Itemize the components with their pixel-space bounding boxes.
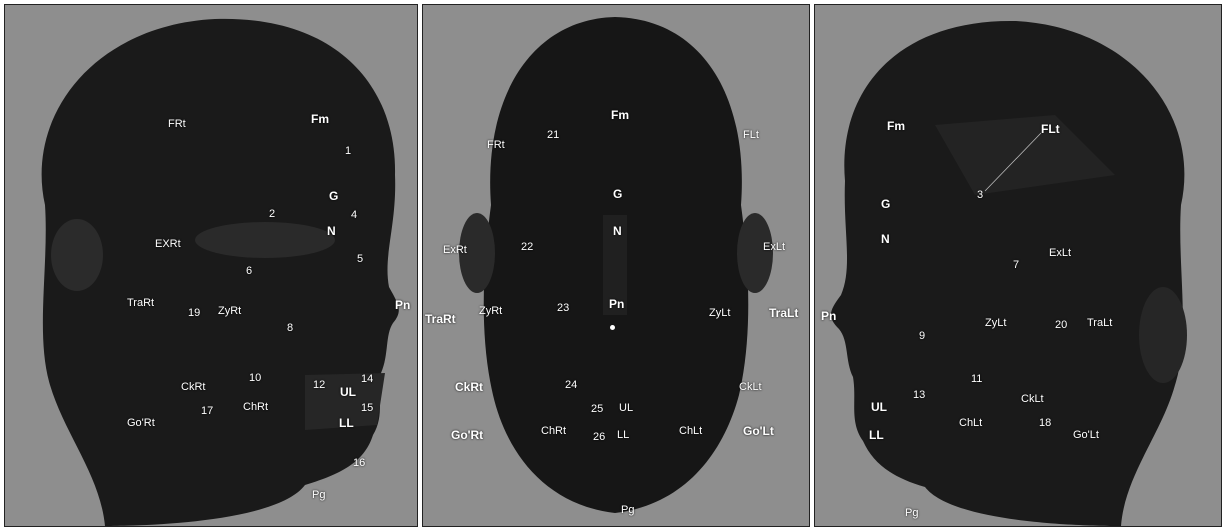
landmark-GoRt: Go'Rt xyxy=(451,429,483,441)
landmark-TraRt: TraRt xyxy=(127,297,154,309)
number-25: 25 xyxy=(591,403,603,415)
number-12: 12 xyxy=(313,379,325,391)
landmark-FLt: FLt xyxy=(1041,123,1060,135)
pn-marker xyxy=(610,325,615,330)
landmark-UL: UL xyxy=(340,386,356,398)
number-19: 19 xyxy=(188,307,200,319)
number-24: 24 xyxy=(565,379,577,391)
landmark-EXRt: EXRt xyxy=(155,238,181,250)
landmark-CkLt: CkLt xyxy=(1021,393,1044,405)
landmark-Fm: Fm xyxy=(611,109,629,121)
landmark-G: G xyxy=(613,188,622,200)
number-14: 14 xyxy=(361,373,373,385)
landmark-Pg: Pg xyxy=(621,504,634,516)
number-7: 7 xyxy=(1013,259,1019,271)
number-5: 5 xyxy=(357,253,363,265)
landmark-Pn: Pn xyxy=(395,299,410,311)
landmark-ZyRt: ZyRt xyxy=(218,305,241,317)
landmark-ExRt: ExRt xyxy=(443,244,467,256)
landmark-GoLt: Go'Lt xyxy=(1073,429,1099,441)
landmark-GoLt: Go'Lt xyxy=(743,425,774,437)
landmark-Pg: Pg xyxy=(905,507,918,519)
landmark-CkLt: CkLt xyxy=(739,381,762,393)
landmark-Pn: Pn xyxy=(609,298,624,310)
right-profile-head xyxy=(5,5,417,526)
number-23: 23 xyxy=(557,302,569,314)
number-17: 17 xyxy=(201,405,213,417)
landmark-G: G xyxy=(329,190,338,202)
landmark-ZyRt: ZyRt xyxy=(479,305,502,317)
landmark-Fm: Fm xyxy=(887,120,905,132)
landmark-N: N xyxy=(613,225,622,237)
landmark-LL: LL xyxy=(339,417,354,429)
landmark-FRt: FRt xyxy=(168,118,186,130)
landmark-G: G xyxy=(881,198,890,210)
landmark-ChLt: ChLt xyxy=(959,417,982,429)
number-6: 6 xyxy=(246,265,252,277)
landmark-N: N xyxy=(881,233,890,245)
landmark-N: N xyxy=(327,225,336,237)
landmark-Pn: Pn xyxy=(821,310,836,322)
number-1: 1 xyxy=(345,145,351,157)
landmark-ChRt: ChRt xyxy=(243,401,268,413)
landmark-LL: LL xyxy=(617,429,629,441)
number-13: 13 xyxy=(913,389,925,401)
landmark-TraLt: TraLt xyxy=(1087,317,1112,329)
number-2: 2 xyxy=(269,208,275,220)
landmark-ExLt: ExLt xyxy=(1049,247,1071,259)
number-4: 4 xyxy=(351,209,357,221)
landmark-LL: LL xyxy=(869,429,884,441)
frontal-head xyxy=(423,5,809,526)
number-16: 16 xyxy=(353,457,365,469)
landmark-ExLt: ExLt xyxy=(763,241,785,253)
landmark-Pg: Pg xyxy=(312,489,325,501)
landmark-ChLt: ChLt xyxy=(679,425,702,437)
number-11: 11 xyxy=(971,373,982,385)
number-26: 26 xyxy=(593,431,605,443)
landmark-FRt: FRt xyxy=(487,139,505,151)
number-9: 9 xyxy=(919,330,925,342)
landmark-UL: UL xyxy=(619,402,633,414)
landmark-UL: UL xyxy=(871,401,887,413)
number-3: 3 xyxy=(977,189,983,201)
number-15: 15 xyxy=(361,402,373,414)
landmark-Fm: Fm xyxy=(311,113,329,125)
landmark-TraLt: TraLt xyxy=(769,307,798,319)
landmark-GoRt: Go'Rt xyxy=(127,417,155,429)
landmark-FLt: FLt xyxy=(743,129,759,141)
landmark-CkRt: CkRt xyxy=(181,381,205,393)
left-profile-panel: Fm FLt G N ExLt Pn ZyLt TraLt UL LL CkLt… xyxy=(814,4,1222,527)
right-profile-panel: FRt Fm G N EXRt TraRt ZyRt Pn CkRt ChRt … xyxy=(4,4,418,527)
number-20: 20 xyxy=(1055,319,1067,331)
number-21: 21 xyxy=(547,129,559,141)
number-8: 8 xyxy=(287,322,293,334)
landmark-ZyLt: ZyLt xyxy=(709,307,730,319)
landmark-ChRt: ChRt xyxy=(541,425,566,437)
frontal-panel: Fm FRt FLt G N ExRt ExLt ZyRt ZyLt TraRt… xyxy=(422,4,810,527)
number-18: 18 xyxy=(1039,417,1051,429)
landmark-CkRt: CkRt xyxy=(455,381,483,393)
number-22: 22 xyxy=(521,241,533,253)
landmark-TraRt: TraRt xyxy=(425,313,456,325)
number-10: 10 xyxy=(249,372,261,384)
landmark-ZyLt: ZyLt xyxy=(985,317,1006,329)
